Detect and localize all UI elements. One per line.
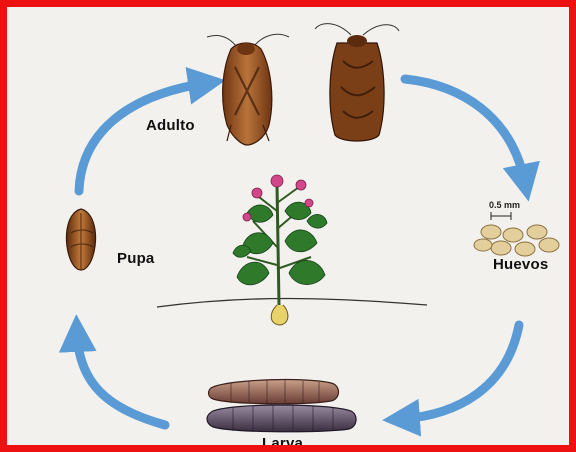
- arrow-pupa-to-adult: [79, 83, 207, 191]
- adult-moth-wings-open: [315, 24, 399, 141]
- egg-scale-label: 0.5 mm: [489, 200, 520, 210]
- pupa: [66, 209, 95, 270]
- arrow-larva-to-pupa: [77, 333, 165, 425]
- egg-scale-bar: [491, 212, 511, 220]
- label-larva: Larva: [262, 435, 303, 452]
- life-cycle-drawing: [7, 7, 576, 452]
- label-eggs: Huevos: [493, 256, 548, 273]
- arrow-adult-to-eggs: [405, 79, 525, 183]
- eggs: [474, 225, 559, 256]
- cotton-plant: [157, 175, 427, 325]
- larva-light: [209, 380, 339, 404]
- label-adult: Adulto: [146, 117, 195, 134]
- label-pupa: Pupa: [117, 250, 154, 267]
- arrow-eggs-to-larva: [401, 325, 519, 419]
- larva-dark: [207, 405, 356, 432]
- adult-moth-wings-closed: [207, 34, 289, 145]
